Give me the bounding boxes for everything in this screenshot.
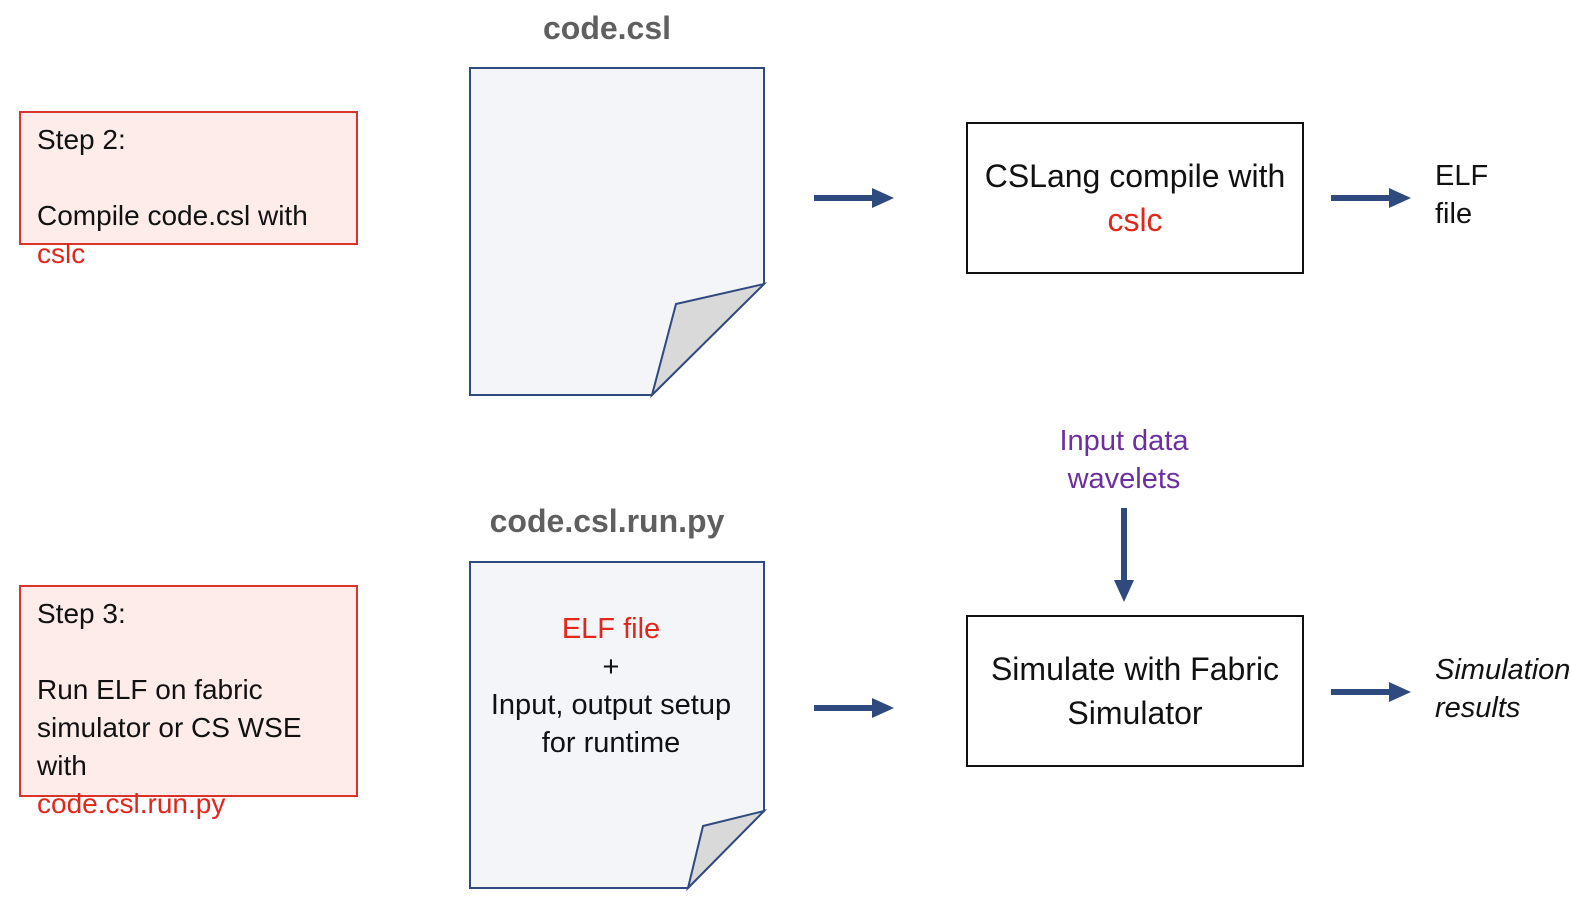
doc-2-title: code.csl.run.py <box>489 503 725 539</box>
step-2-cslc-highlight: cslc <box>37 238 86 269</box>
step-2-text: Compile code.csl with <box>37 200 308 231</box>
step-3-box: Step 3: Run ELF on fabric simulator or C… <box>19 585 358 819</box>
doc-2-line-3: Input, output setup <box>490 689 732 721</box>
arrow-compile-to-elf <box>1331 188 1411 208</box>
arrow-input-to-simulate <box>1114 508 1134 602</box>
compile-box: CSLang compile with cslc <box>966 122 1304 274</box>
elf-output-line-2: file <box>1435 198 1473 230</box>
simulate-box-line-2: Simulator <box>1067 695 1203 731</box>
elf-file-output: ELF file <box>1435 157 1488 233</box>
compile-box-line-1: CSLang compile with <box>984 158 1286 194</box>
input-data-line-2: wavelets <box>1067 463 1181 495</box>
code-csl-run-py-document-icon <box>469 561 768 892</box>
step-3-line-2: simulator or CS WSE with <box>37 712 302 781</box>
arrow-doc2-to-simulate <box>814 698 894 718</box>
step-2-box: Step 2: Compile code.csl with cslc <box>19 111 358 269</box>
doc-2-plus: + <box>602 651 620 683</box>
doc-1-title: code.csl <box>542 10 672 46</box>
doc-2-elf-file: ELF file <box>561 613 661 645</box>
simulation-results-output: Simulation results <box>1435 651 1570 727</box>
arrow-simulate-to-results <box>1331 682 1411 702</box>
elf-output-line-1: ELF <box>1435 160 1489 192</box>
sim-output-line-2: results <box>1435 692 1521 724</box>
step-3-title: Step 3: <box>37 598 126 629</box>
code-csl-document-icon <box>469 67 768 399</box>
step-2-title: Step 2: <box>37 124 126 155</box>
step-3-line-3: code.csl.run.py <box>37 788 226 819</box>
doc-2-content: ELF file + Input, output setup for runti… <box>470 610 752 762</box>
sim-output-line-1: Simulation <box>1435 654 1570 686</box>
compile-box-cslc: cslc <box>1107 202 1163 238</box>
arrow-doc1-to-compile <box>814 188 894 208</box>
step-2-description: Compile code.csl with cslc <box>37 197 340 273</box>
step-3-line-1: Run ELF on fabric <box>37 674 263 705</box>
doc-2-line-4: for runtime <box>541 727 681 759</box>
input-data-line-1: Input data <box>1059 425 1189 457</box>
simulate-box: Simulate with Fabric Simulator <box>966 615 1304 767</box>
input-data-label: Input data wavelets <box>1024 422 1224 498</box>
simulate-box-line-1: Simulate with Fabric <box>990 651 1280 687</box>
